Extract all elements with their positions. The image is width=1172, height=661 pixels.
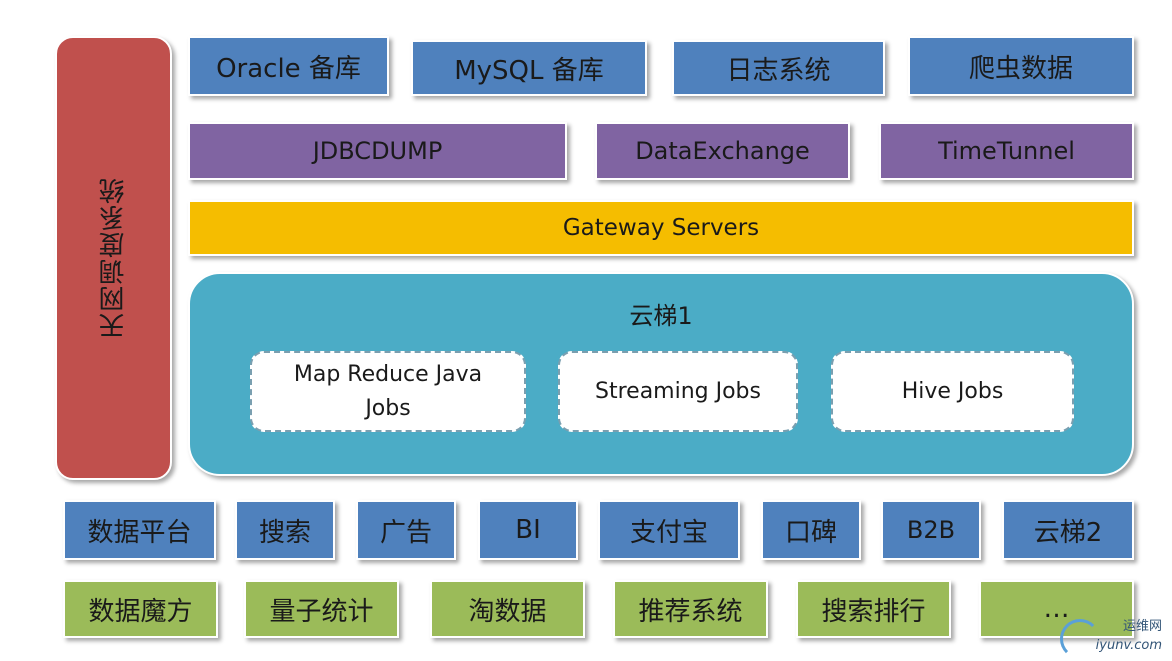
- product-quantum-stats-label: 量子统计: [269, 596, 374, 627]
- source-oracle-backup: Oracle 备库: [188, 36, 389, 96]
- source-log-system: 日志系统: [672, 40, 885, 96]
- consumer-koubei: 口碑: [761, 500, 861, 560]
- gateway-servers: Gateway Servers: [188, 200, 1134, 256]
- consumer-b2b-label: B2B: [906, 516, 956, 544]
- collector-timetunnel-label: TimeTunnel: [938, 137, 1075, 165]
- job-mapreduce-java: Map Reduce Java Jobs: [250, 351, 526, 432]
- consumer-alipay-label: 支付宝: [629, 517, 708, 548]
- consumer-cloud-ladder-2: 云梯2: [1002, 500, 1134, 560]
- job-mapreduce-java-label: Map Reduce Java Jobs: [293, 361, 483, 421]
- source-oracle-backup-label: Oracle 备库: [216, 53, 361, 84]
- collector-dataexchange: DataExchange: [595, 122, 850, 180]
- consumer-advertising: 广告: [356, 500, 456, 560]
- watermark-top-text: 运维网: [1122, 619, 1162, 634]
- scheduler-system-bar: 天网调度系统: [55, 36, 172, 480]
- cloud-ladder-1-title: 云梯1: [629, 302, 693, 330]
- product-tao-data-label: 淘数据: [468, 596, 547, 627]
- consumer-advertising-label: 广告: [379, 517, 432, 548]
- consumer-bi-label: BI: [515, 515, 541, 545]
- consumer-bi: BI: [478, 500, 578, 560]
- consumer-koubei-label: 口碑: [784, 517, 837, 548]
- source-crawler-data: 爬虫数据: [908, 36, 1134, 96]
- product-search-ranking: 搜索排行: [796, 580, 951, 638]
- product-search-ranking-label: 搜索排行: [821, 596, 926, 627]
- product-data-cube-label: 数据魔方: [88, 596, 193, 627]
- watermark-swirl-icon: [1060, 619, 1100, 659]
- consumer-b2b: B2B: [881, 500, 981, 560]
- consumer-cloud-ladder-2-label: 云梯2: [1033, 517, 1103, 548]
- source-log-system-label: 日志系统: [726, 55, 831, 86]
- watermark-logo: 运维网 iyunv.com: [1054, 613, 1164, 659]
- consumer-alipay: 支付宝: [598, 500, 740, 560]
- gateway-servers-label: Gateway Servers: [562, 215, 760, 241]
- product-recommendation-system: 推荐系统: [613, 580, 768, 638]
- product-more-label: …: [1043, 594, 1070, 624]
- source-crawler-data-label: 爬虫数据: [968, 53, 1073, 84]
- source-mysql-backup-label: MySQL 备库: [454, 55, 604, 86]
- watermark-bottom-text: iyunv.com: [1095, 638, 1162, 653]
- product-data-cube: 数据魔方: [63, 580, 218, 638]
- product-recommendation-system-label: 推荐系统: [638, 596, 743, 627]
- consumer-data-platform-label: 数据平台: [87, 517, 192, 548]
- job-hive: Hive Jobs: [831, 351, 1074, 432]
- collector-jdbcdump: JDBCDUMP: [188, 122, 567, 180]
- collector-jdbcdump-label: JDBCDUMP: [312, 137, 443, 165]
- cloud-ladder-1-cluster: 云梯1 Map Reduce Java Jobs Streaming Jobs …: [188, 272, 1134, 476]
- job-hive-label: Hive Jobs: [901, 378, 1004, 404]
- scheduler-system-label: 天网调度系统: [99, 177, 129, 339]
- collector-dataexchange-label: DataExchange: [635, 137, 810, 165]
- consumer-data-platform: 数据平台: [63, 500, 216, 560]
- job-streaming: Streaming Jobs: [558, 351, 798, 432]
- product-tao-data: 淘数据: [430, 580, 585, 638]
- consumer-search: 搜索: [235, 500, 335, 560]
- job-streaming-label: Streaming Jobs: [595, 378, 761, 404]
- product-more: …: [979, 580, 1134, 638]
- consumer-search-label: 搜索: [258, 517, 311, 548]
- collector-timetunnel: TimeTunnel: [879, 122, 1134, 180]
- product-quantum-stats: 量子统计: [244, 580, 399, 638]
- source-mysql-backup: MySQL 备库: [411, 40, 647, 96]
